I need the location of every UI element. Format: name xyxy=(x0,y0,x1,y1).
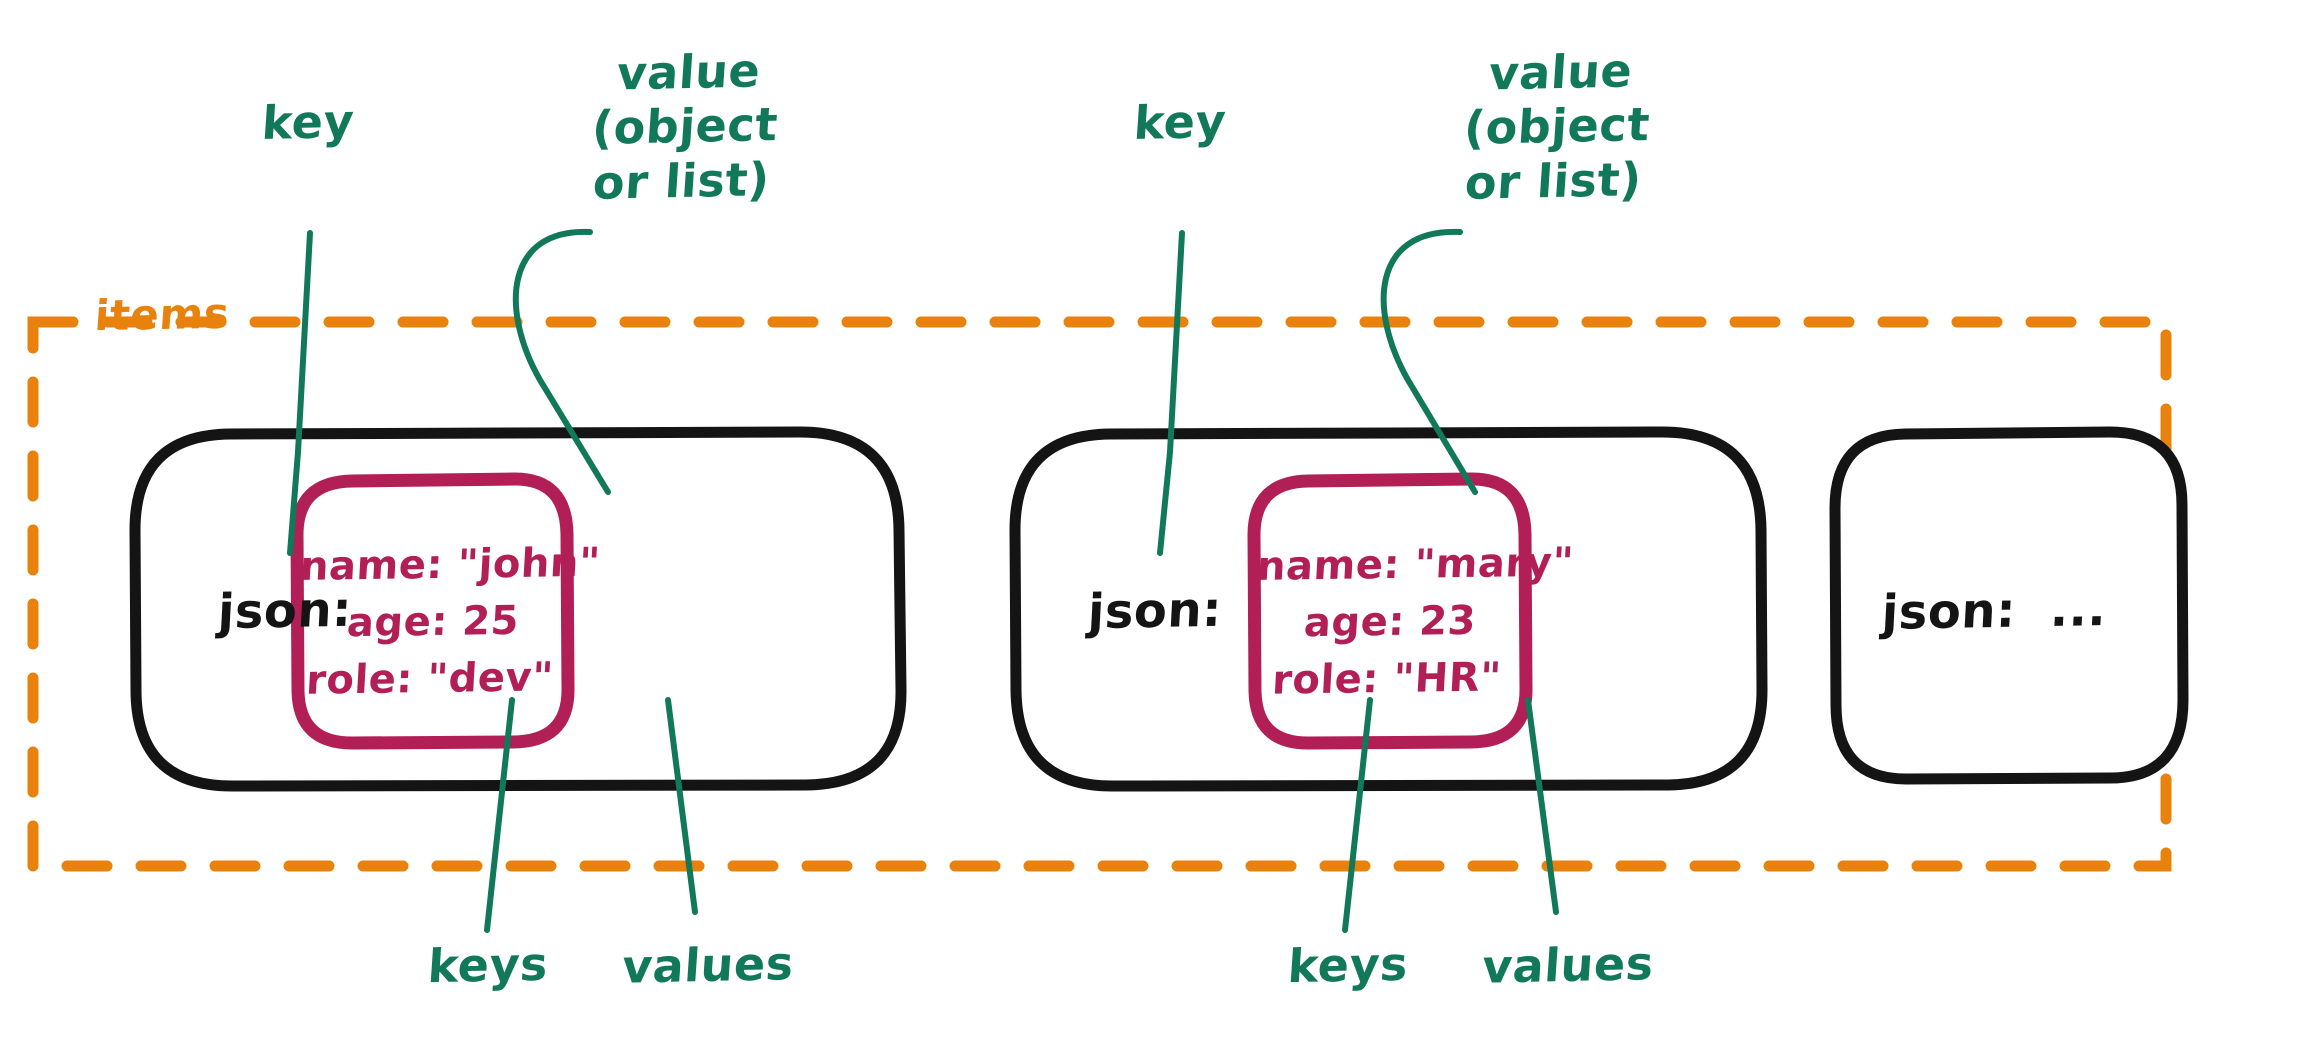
annotation-keys-1: keys xyxy=(426,936,550,994)
leader-line-values-1 xyxy=(665,697,698,915)
leader-line-keys-2 xyxy=(1342,697,1373,933)
annotation-values-3: values xyxy=(1480,936,1656,994)
leader-line-key-1 xyxy=(287,230,313,556)
leader-line-value-2 xyxy=(1380,228,1478,495)
card-1-value-text: name: "john" age: 25 role: "dev" xyxy=(298,539,602,704)
annotation-value-2: value (object or list) xyxy=(1462,43,1652,210)
annotation-values-1: values xyxy=(620,936,796,994)
items-container-label: items xyxy=(93,288,232,341)
leader-line-keys-1 xyxy=(484,697,515,933)
leader-line-values-2 xyxy=(1525,697,1559,915)
leader-line-key-2 xyxy=(1157,230,1185,556)
card-2-key-label: json: xyxy=(1086,581,1224,641)
annotation-key-1: key xyxy=(260,94,356,150)
annotation-value-1: value (object or list) xyxy=(590,43,780,210)
card-2-value-text: name: "mary" age: 23 role: "HR" xyxy=(1255,539,1576,704)
annotation-keys-2: keys xyxy=(1286,936,1410,994)
leader-line-value-1 xyxy=(512,228,611,495)
annotation-key-2: key xyxy=(1132,94,1228,150)
card-3-key-label: json: ... xyxy=(1880,581,2109,641)
